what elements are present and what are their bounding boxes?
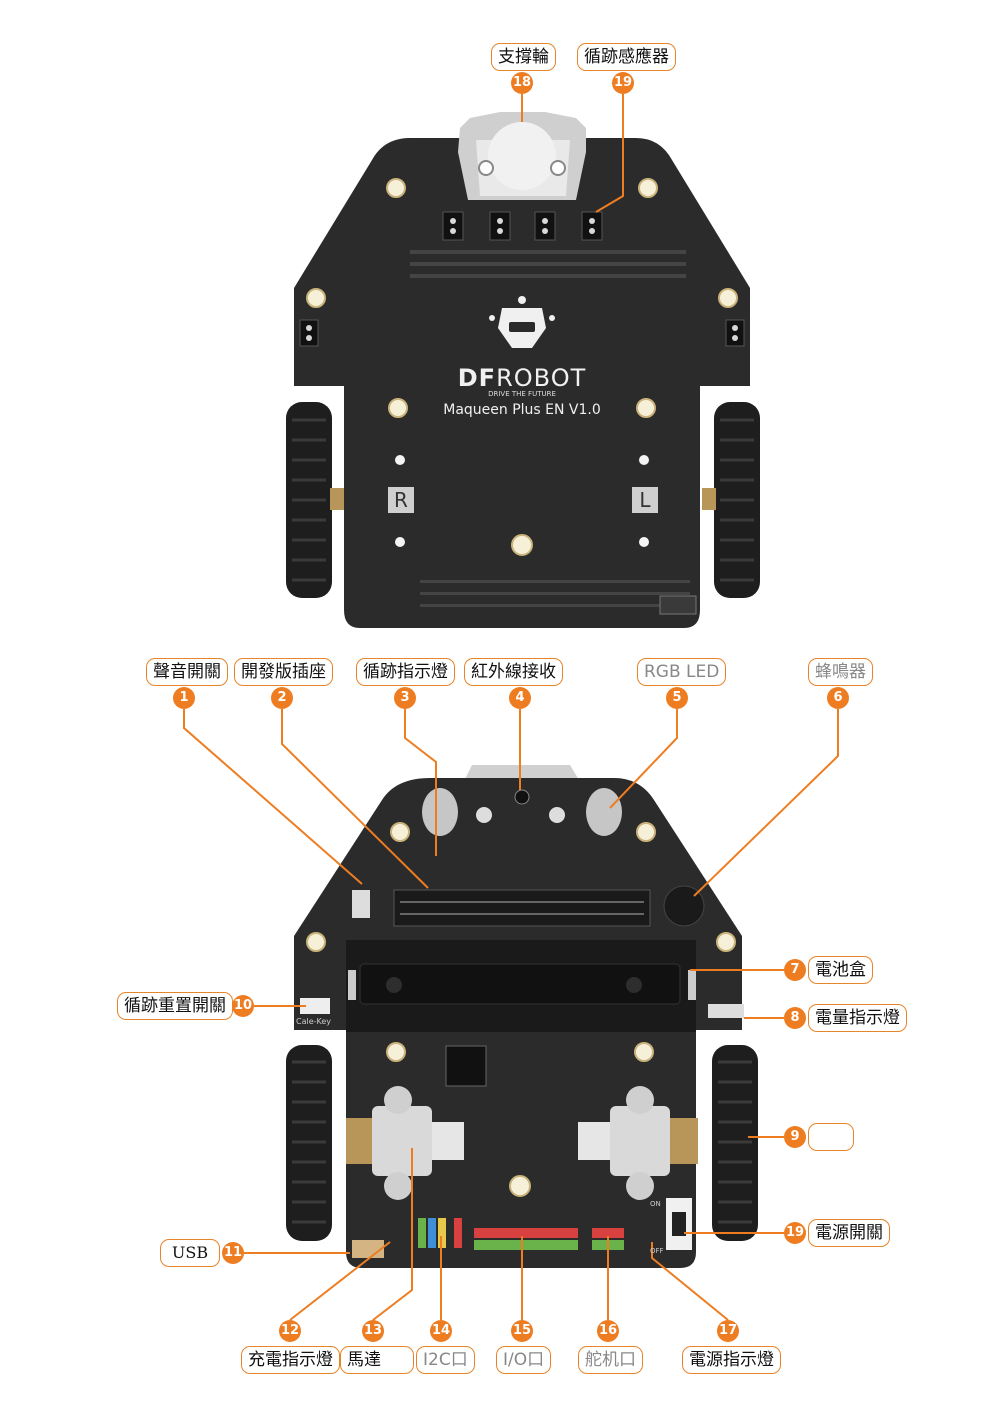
label-9-empty — [808, 1123, 854, 1151]
badge-8: 8 — [784, 1007, 806, 1029]
cal-key-label: Cale-Key — [296, 1017, 332, 1026]
side-right-marker: L — [639, 488, 651, 512]
on-label: ON — [650, 1200, 661, 1208]
label-power-indicator: 電源指示燈 — [682, 1346, 781, 1374]
label-line-sensor: 循跡感應器 — [577, 43, 676, 71]
support-wheel — [458, 112, 586, 200]
badge-18: 18 — [511, 72, 533, 94]
side-left-marker: R — [394, 488, 408, 512]
label-line-reset-switch: 循跡重置開關 — [117, 992, 233, 1020]
off-label: OFF — [650, 1247, 664, 1255]
dfrobot-logo — [489, 296, 555, 348]
badge-4: 4 — [509, 687, 531, 709]
top-right-wheel — [702, 402, 760, 598]
badge-16: 16 — [597, 1320, 619, 1342]
label-motor: 馬達 — [340, 1346, 414, 1374]
badge-6: 6 — [827, 687, 849, 709]
badge-9: 9 — [784, 1126, 806, 1148]
label-dev-board-socket: 開發版插座 — [234, 658, 333, 686]
ir-leds — [422, 788, 622, 836]
board-model: Maqueen Plus EN V1.0 — [443, 402, 601, 418]
battery-box — [346, 940, 696, 1032]
bottom-view-robot — [286, 765, 758, 1268]
top-left-wheel — [286, 402, 344, 598]
label-io-port: I/O口 — [496, 1346, 552, 1374]
label-rgb-led: RGB LED — [637, 658, 727, 686]
brand-light: ROBOT — [496, 364, 587, 392]
line-sensors — [299, 211, 745, 347]
bottom-left-wheel — [286, 1045, 332, 1241]
badge-15: 15 — [511, 1320, 533, 1342]
label-power-switch: 電源開關 — [808, 1219, 890, 1247]
brand-dark: DF — [457, 364, 497, 392]
badge-19-bottom: 19 — [784, 1222, 806, 1244]
badge-5: 5 — [666, 687, 688, 709]
label-charge-indicator: 充電指示燈 — [241, 1346, 340, 1374]
label-line-indicator: 循跡指示燈 — [356, 658, 455, 686]
label-servo-port: 舵机口 — [578, 1346, 643, 1374]
badge-2: 2 — [271, 687, 293, 709]
badge-7: 7 — [784, 959, 806, 981]
motors — [346, 1086, 698, 1200]
brand-tagline: DRIVE THE FUTURE — [488, 390, 556, 398]
label-i2c-port: I2C口 — [416, 1346, 475, 1374]
badge-10: 10 — [232, 995, 254, 1017]
leader-lines — [183, 94, 839, 1321]
badge-13: 13 — [362, 1320, 384, 1342]
dev-board-socket — [393, 889, 651, 927]
bottom-right-wheel — [712, 1045, 758, 1241]
label-buzzer: 蜂鳴器 — [808, 658, 873, 686]
badge-3: 3 — [394, 687, 416, 709]
brand-logotype: DFROBOT — [442, 364, 602, 392]
badge-14: 14 — [430, 1320, 452, 1342]
label-battery-indicator: 電量指示燈 — [808, 1004, 907, 1032]
label-battery-box: 電池盒 — [808, 956, 873, 984]
label-support-wheel: 支撐輪 — [491, 43, 556, 71]
badge-11: 11 — [222, 1242, 244, 1264]
label-usb: USB — [160, 1239, 220, 1267]
badge-17: 17 — [717, 1320, 739, 1342]
label-sound-switch: 聲音開關 — [146, 658, 228, 686]
badge-1: 1 — [173, 687, 195, 709]
badge-19-top: 19 — [612, 72, 634, 94]
label-ir-receiver: 紅外線接收 — [464, 658, 563, 686]
top-view-robot — [286, 112, 760, 628]
badge-12: 12 — [279, 1320, 301, 1342]
